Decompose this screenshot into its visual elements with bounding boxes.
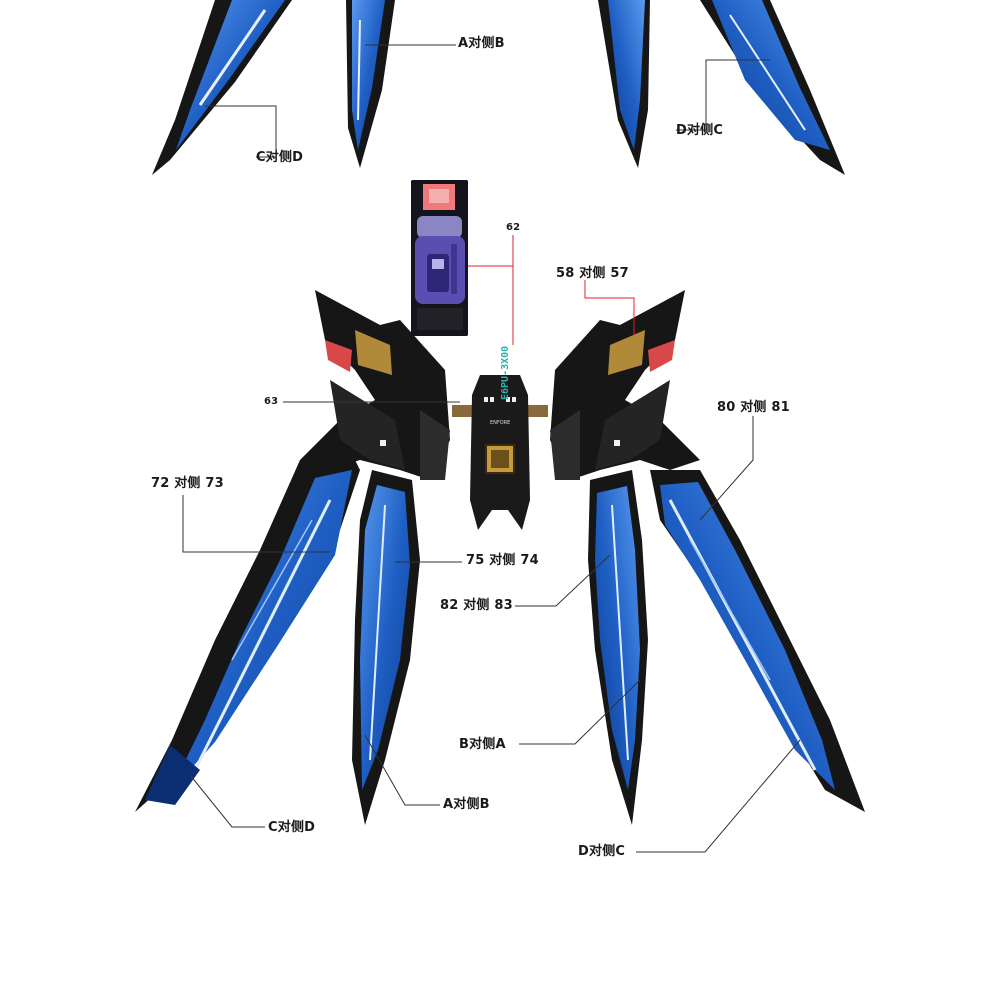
label-63: 63 (264, 396, 279, 407)
label-d-c-bottom: D对侧C (578, 844, 626, 859)
label-a-b-bottom: A对侧B (443, 797, 490, 812)
main-wing-left-outer (135, 450, 360, 812)
leader-c-d-bottom (189, 774, 265, 828)
decal-closeup-image (411, 180, 468, 336)
top-wing-right-outer (700, 0, 845, 175)
label-62: 62 (506, 222, 521, 233)
label-82-83: 82 对侧 83 (440, 598, 513, 613)
top-wing-right-inner (598, 0, 650, 168)
leader-58-57 (584, 280, 635, 335)
center-backpack (452, 375, 548, 530)
label-58-57: 58 对侧 57 (556, 266, 629, 281)
leader-80-81 (699, 416, 754, 521)
center-small-text: ENFORE (490, 420, 510, 426)
top-wing-left-inner (346, 0, 395, 168)
leader-lines-red (468, 235, 635, 345)
main-wing-left-inner (352, 470, 420, 825)
label-75-74: 75 对侧 74 (466, 553, 539, 568)
main-armor-right (550, 290, 700, 480)
label-c-d-top: C对侧D (256, 150, 304, 165)
leader-72-73 (182, 495, 330, 553)
top-wing-left-outer (152, 0, 292, 175)
leader-c-d-top (205, 105, 277, 158)
main-wing-right-outer (650, 470, 865, 812)
leader-a-b-bottom (364, 734, 440, 806)
leader-d-c-top (676, 59, 770, 131)
label-d-c-top: D对侧C (676, 123, 724, 138)
label-a-b-top: A对侧B (458, 36, 505, 51)
label-c-d-bottom: C对侧D (268, 820, 316, 835)
decal-closeup-inset (411, 180, 468, 336)
leader-d-c-bottom (636, 739, 801, 853)
main-wing-right-inner (588, 470, 648, 825)
leader-82-83 (515, 554, 611, 607)
leader-b-a (519, 679, 641, 745)
label-b-a: B对侧A (459, 737, 506, 752)
leader-lines-dark (182, 44, 801, 853)
center-marking-text: E6PU-3X00 (500, 346, 511, 400)
label-72-73: 72 对侧 73 (151, 476, 224, 491)
label-80-81: 80 对侧 81 (717, 400, 790, 415)
